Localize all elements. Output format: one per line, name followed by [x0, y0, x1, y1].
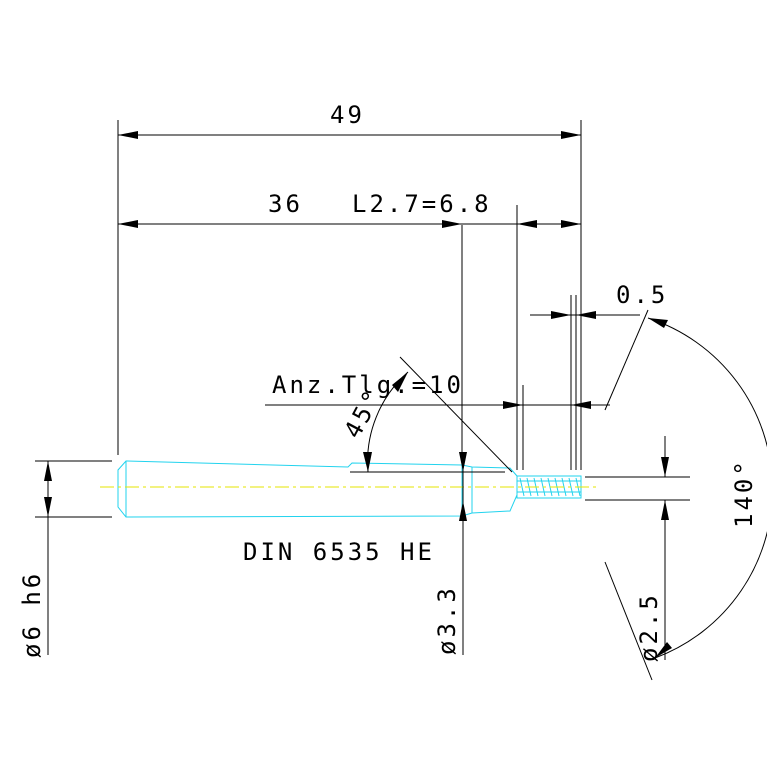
- shank-outline: [117, 460, 518, 518]
- dimension-lines: [47, 134, 767, 660]
- angle-arc-140: [647, 317, 767, 659]
- chamfer-length-label: 0.5: [616, 281, 668, 309]
- thread-length-label: L2.7=6.8: [352, 190, 492, 218]
- overall-length-label: 49: [330, 101, 365, 129]
- shank-diameter-label: ø6 h6: [18, 571, 46, 658]
- flute-count-label: Anz.Tlg.=10: [272, 371, 464, 399]
- standard-label: DIN 6535 HE: [243, 538, 435, 566]
- thread-diameter-label: ø2.5: [635, 592, 663, 662]
- arrowheads: [44, 131, 672, 658]
- dimension-labels: 49 36 L2.7=6.8 0.5 Anz.Tlg.=10 45° 140° …: [18, 101, 758, 662]
- neck-diameter-label: ø3.3: [433, 585, 461, 655]
- point-angle-label: 140°: [730, 458, 758, 528]
- tool-outline: [117, 460, 582, 518]
- shank-length-label: 36: [268, 190, 303, 218]
- extension-lines: [35, 120, 690, 681]
